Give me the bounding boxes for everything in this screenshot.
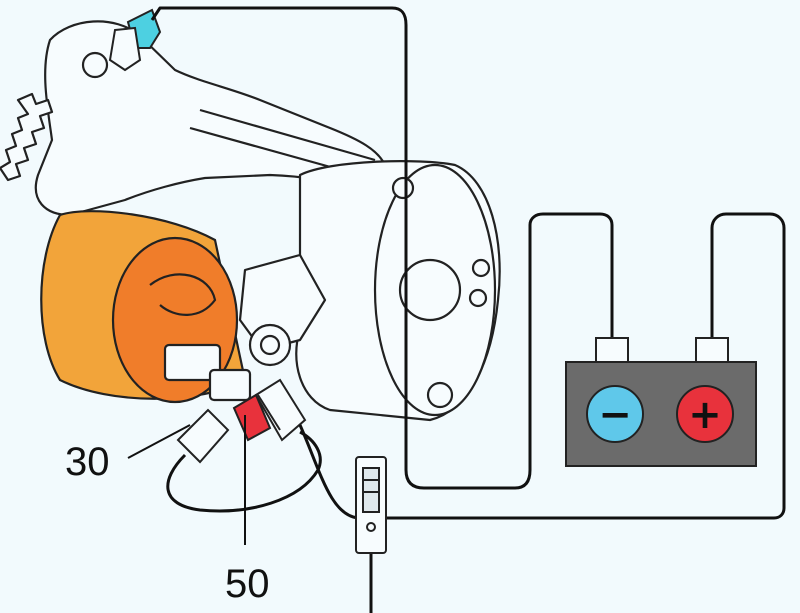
label-terminal-50: 50 [225,562,270,606]
shaft-upper [199,108,376,162]
clip-50-sleeve [254,378,307,442]
clip-lead [257,394,281,431]
jumper-loop [166,430,322,513]
wire-connector-to-battery-negative [150,6,614,490]
mounting-hole [81,51,109,79]
battery-positive-post [695,337,729,363]
wires [127,6,786,613]
test-lamp [355,456,387,554]
terminal-30-stud [163,343,222,382]
terminal-50-stud [208,368,252,402]
battery-negative-post [595,337,629,363]
test-lamp-window [362,467,380,513]
bracket-nut-inner [259,334,281,356]
clip-30 [176,408,230,464]
test-lamp-screw [366,522,376,532]
battery-positive-symbol: + [688,392,722,438]
end-cap-center [398,258,462,322]
solenoid [40,210,252,404]
end-cap-bolt-mid [468,288,488,308]
end-cap-bolt-top [471,258,491,278]
battery-positive-terminal [676,385,734,443]
clip-50-red [232,393,272,442]
wire-terminal-50-to-lamp [298,424,359,520]
terminal-clips [176,378,307,464]
pinion-gear [0,92,54,182]
connector-plug [108,26,142,72]
battery-negative-terminal [586,385,644,443]
solenoid-cap-detail [149,273,217,316]
wire-battery-positive-to-lamp [380,212,786,520]
leader-30 [127,424,191,459]
end-cap-bolt-bottom [426,381,454,409]
label-terminal-30: 30 [65,440,110,484]
end-cap-bolt-upper [391,176,415,200]
battery-negative-symbol: − [598,392,632,438]
battery: − + [565,337,757,467]
